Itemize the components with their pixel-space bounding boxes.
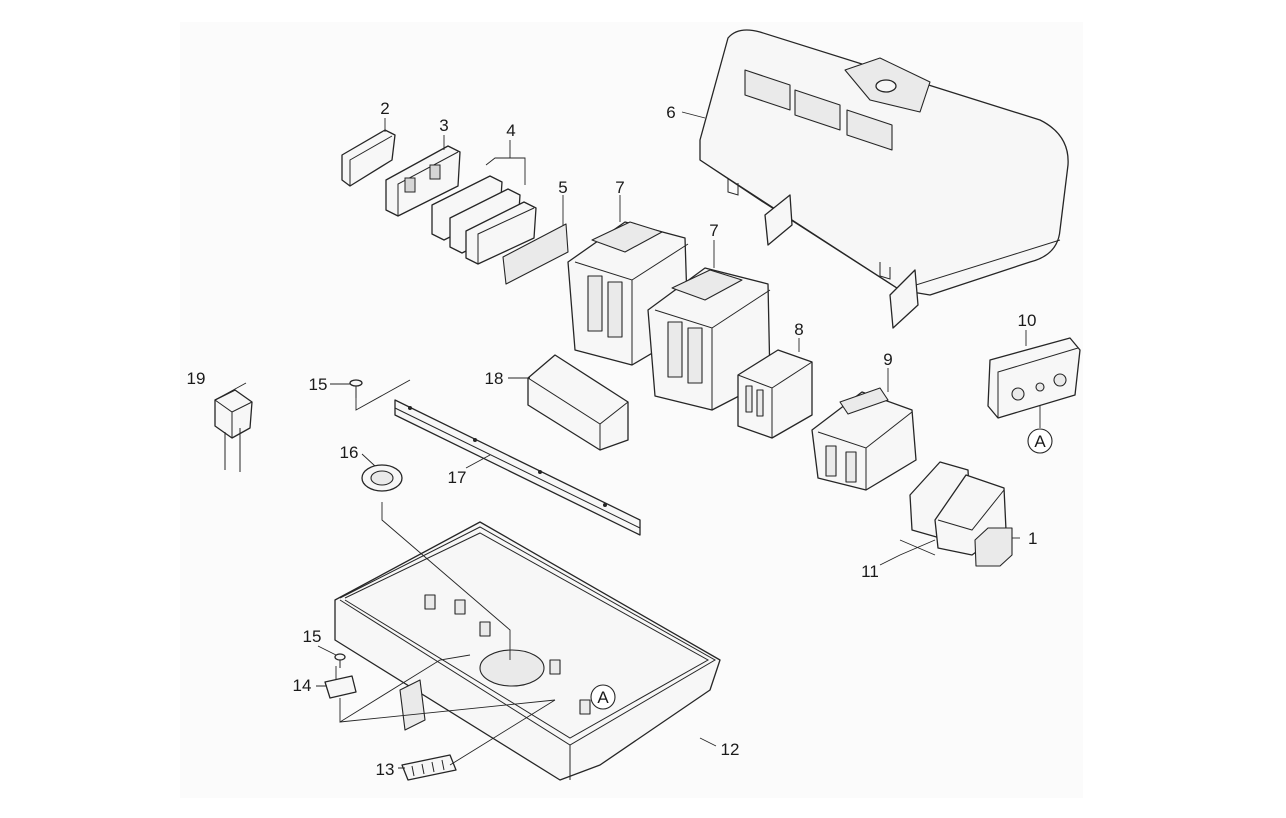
part-connector-13 bbox=[401, 754, 457, 781]
part-endcap-1 bbox=[974, 527, 1013, 567]
callout-10: 10 bbox=[1018, 311, 1037, 330]
callout-8: 8 bbox=[794, 320, 803, 339]
leader-lines bbox=[214, 111, 1041, 769]
part-clamp-14 bbox=[324, 675, 357, 699]
svg-text:A: A bbox=[597, 688, 609, 707]
svg-text:A: A bbox=[1034, 432, 1046, 451]
callout-13: 13 bbox=[376, 760, 395, 779]
callout-18: 18 bbox=[485, 369, 504, 388]
part-din-rail-17 bbox=[394, 399, 641, 536]
callout-19: 19 bbox=[187, 369, 206, 388]
part-breaker-9 bbox=[811, 387, 917, 491]
part-cover-18 bbox=[527, 354, 629, 451]
marker-a-top: A bbox=[1027, 428, 1053, 454]
callout-5: 5 bbox=[558, 178, 567, 197]
callout-14: 14 bbox=[293, 676, 312, 695]
part-base-12 bbox=[334, 521, 721, 781]
callout-1: 1 bbox=[1028, 529, 1037, 548]
callout-9: 9 bbox=[883, 350, 892, 369]
part-plate-5 bbox=[502, 223, 569, 285]
part-screw-15a bbox=[349, 379, 363, 398]
part-grommet-16 bbox=[361, 464, 403, 492]
part-terminal-4 bbox=[431, 175, 537, 265]
part-cover bbox=[699, 29, 1069, 329]
part-terminal-board-10 bbox=[987, 337, 1081, 419]
callout-4: 4 bbox=[506, 121, 515, 140]
callout-11: 11 bbox=[861, 562, 879, 581]
callout-labels: 1 2 3 4 5 6 7 7 8 9 10 11 12 13 14 15 15… bbox=[187, 99, 1038, 779]
marker-a-base: A bbox=[590, 684, 616, 710]
callout-6: 6 bbox=[666, 103, 675, 122]
part-capacitor-19 bbox=[214, 389, 253, 472]
callout-16: 16 bbox=[340, 443, 359, 462]
callout-7a: 7 bbox=[615, 178, 624, 197]
callout-7b: 7 bbox=[709, 221, 718, 240]
callout-3: 3 bbox=[439, 116, 448, 135]
callout-17: 17 bbox=[448, 468, 467, 487]
callout-15b: 15 bbox=[303, 627, 322, 646]
part-relay-8 bbox=[737, 349, 813, 439]
part-screw-15b bbox=[334, 653, 346, 668]
part-terminal-3 bbox=[385, 145, 461, 217]
callout-12: 12 bbox=[721, 740, 740, 759]
callout-15a: 15 bbox=[309, 375, 328, 394]
callout-2: 2 bbox=[380, 99, 389, 118]
